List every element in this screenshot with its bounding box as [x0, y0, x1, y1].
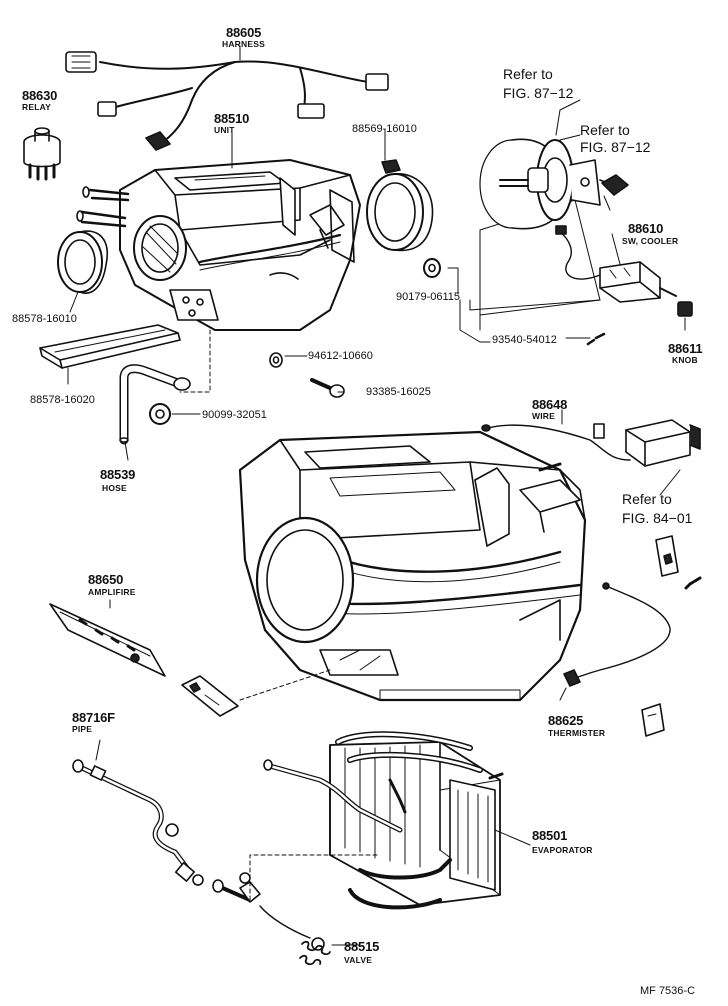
- grommet-90099-part-number: 90099-32051: [202, 409, 267, 421]
- ring-right-part-number: 88569-16010: [352, 123, 417, 135]
- wire-drawing: [481, 423, 631, 461]
- ring-left-part-number: 88578-16010: [12, 313, 77, 325]
- relay-box-drawing: [625, 419, 701, 467]
- pipe-drawing: [72, 759, 204, 886]
- wire-part-name: WIRE: [532, 411, 555, 421]
- harness-part-number: 88605: [226, 25, 262, 40]
- knob-part-name: KNOB: [672, 355, 698, 365]
- sw-cooler-part-name: SW, COOLER: [622, 236, 679, 246]
- harness-drawing: [65, 51, 389, 151]
- ring-right-drawing: [366, 159, 434, 252]
- bushing-part-number: 90179-06115: [396, 291, 461, 303]
- sw-cooler-drawing: [555, 225, 693, 317]
- seal-part-number: 88578-16020: [30, 394, 95, 406]
- ref-fig-87-12-right-line1: Refer to: [580, 122, 630, 138]
- unit-large-drawing: [238, 430, 587, 702]
- relay-part-number: 88630: [22, 88, 58, 103]
- evaporator-drawing: [263, 731, 504, 910]
- unit-part-name: UNIT: [214, 125, 235, 135]
- knob-part-number: 88611: [668, 341, 703, 356]
- ref-fig-87-12-top-line2: FIG. 87−12: [503, 85, 574, 101]
- sw-cooler-part-number: 88610: [628, 221, 664, 236]
- amplifier-part-number: 88650: [88, 572, 124, 587]
- ref-fig-84-01-line1: Refer to: [622, 491, 672, 507]
- figure-code: MF 7536-C: [640, 985, 696, 997]
- evaporator-part-number: 88501: [532, 828, 568, 843]
- thermister-part-name: THERMISTER: [548, 728, 606, 738]
- hose-drawing: [119, 329, 211, 445]
- ref-fig-87-12-top-line1: Refer to: [503, 66, 553, 82]
- valve-drawing: [212, 854, 381, 966]
- seal-drawing: [39, 324, 181, 369]
- ring-left-drawing: [57, 230, 109, 294]
- valve-part-name: VALVE: [344, 955, 373, 965]
- relay-drawing: [23, 127, 61, 181]
- hose-part-name: HOSE: [102, 483, 127, 493]
- thermister-drawing: [563, 535, 679, 737]
- ref-fig-87-12-right-line2: FIG. 87−12: [580, 139, 651, 155]
- blower-drawing: [469, 138, 629, 316]
- relay-part-name: RELAY: [22, 102, 52, 112]
- screw-93385-part-number: 93385-16025: [366, 386, 431, 398]
- ref-fig-84-01-line2: FIG. 84−01: [622, 510, 693, 526]
- evaporator-part-name: EVAPORATOR: [532, 845, 593, 855]
- unit-part-number: 88510: [214, 111, 250, 126]
- valve-part-number: 88515: [344, 939, 380, 954]
- pipe-part-number: 88716F: [72, 710, 115, 725]
- screw-93540-part-number: 93540-54012: [492, 334, 557, 346]
- thermister-part-number: 88625: [548, 713, 584, 728]
- connector-drawing: [181, 669, 331, 717]
- leader-lines: [67, 45, 686, 946]
- fasteners-drawing: [149, 258, 702, 590]
- grommet-94612-part-number: 94612-10660: [308, 350, 373, 362]
- amplifier-drawing: [49, 603, 166, 677]
- pipe-part-name: PIPE: [72, 724, 93, 734]
- hose-part-number: 88539: [100, 467, 136, 482]
- unit-drawing: [76, 159, 361, 331]
- amplifier-part-name: AMPLIFIRE: [88, 587, 136, 597]
- harness-part-name: HARNESS: [222, 39, 265, 49]
- wire-part-number: 88648: [532, 397, 568, 412]
